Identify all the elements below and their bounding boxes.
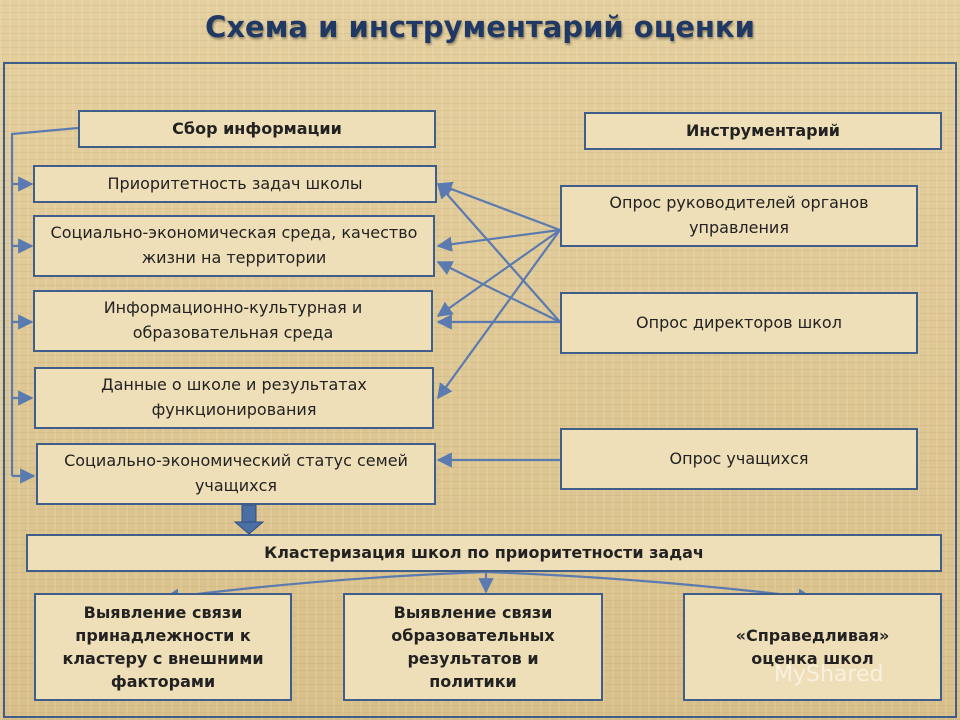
collection-header: Сбор информации xyxy=(78,110,436,148)
info-item-label: Данные о школе и результатах функциониро… xyxy=(101,375,367,419)
instrument-item-students-survey: Опрос учащихся xyxy=(560,428,918,490)
down-arrow-to-clustering xyxy=(233,504,265,535)
clustering-box: Кластеризация школ по приоритетности зад… xyxy=(26,534,942,572)
info-item-socioeconomic-env: Социально-экономическая среда, качество … xyxy=(33,215,435,277)
watermark-label: MyShared xyxy=(774,662,884,687)
clustering-label: Кластеризация школ по приоритетности зад… xyxy=(264,542,704,562)
info-item-school-data: Данные о школе и результатах функциониро… xyxy=(34,367,434,429)
instrument-item-officials-survey: Опрос руководителей органов управления xyxy=(560,185,918,247)
page-title: Схема и инструментарий оценки xyxy=(205,10,755,44)
outcome-label: «Справедливая» оценка школ xyxy=(735,625,890,668)
info-item-label: Информационно-культурная и образовательн… xyxy=(103,298,363,342)
outcome-label: Выявление связи принадлежности к кластер… xyxy=(62,602,264,692)
instrument-item-label: Опрос руководителей органов управления xyxy=(609,193,869,237)
watermark: MyShared xyxy=(774,662,883,687)
instrument-item-directors-survey: Опрос директоров школ xyxy=(560,292,918,354)
outcome-external-factors: Выявление связи принадлежности к кластер… xyxy=(34,593,292,701)
outcome-fair-assessment: «Справедливая» оценка школ xyxy=(683,593,942,701)
outcome-results-policy: Выявление связи образовательных результа… xyxy=(343,593,603,701)
collection-bracket xyxy=(10,126,79,484)
instrument-item-label: Опрос директоров школ xyxy=(636,312,842,332)
diagram-frame xyxy=(3,62,957,718)
info-item-label: Приоритетность задач школы xyxy=(107,173,363,193)
info-item-priority: Приоритетность задач школы xyxy=(33,165,437,203)
outcome-label: Выявление связи образовательных результа… xyxy=(391,602,555,692)
info-item-label: Социально-экономическая среда, качество … xyxy=(50,223,418,267)
instruments-header-label: Инструментарий xyxy=(685,120,840,140)
info-item-label: Социально-экономический статус семей уча… xyxy=(64,451,408,495)
instrument-item-label: Опрос учащихся xyxy=(669,448,809,468)
info-item-cultural-env: Информационно-культурная и образовательн… xyxy=(33,290,433,352)
collection-header-label: Сбор информации xyxy=(172,118,342,138)
info-item-family-status: Социально-экономический статус семей уча… xyxy=(36,443,436,505)
instrument-arrows xyxy=(436,181,561,468)
instruments-header: Инструментарий xyxy=(584,112,942,150)
